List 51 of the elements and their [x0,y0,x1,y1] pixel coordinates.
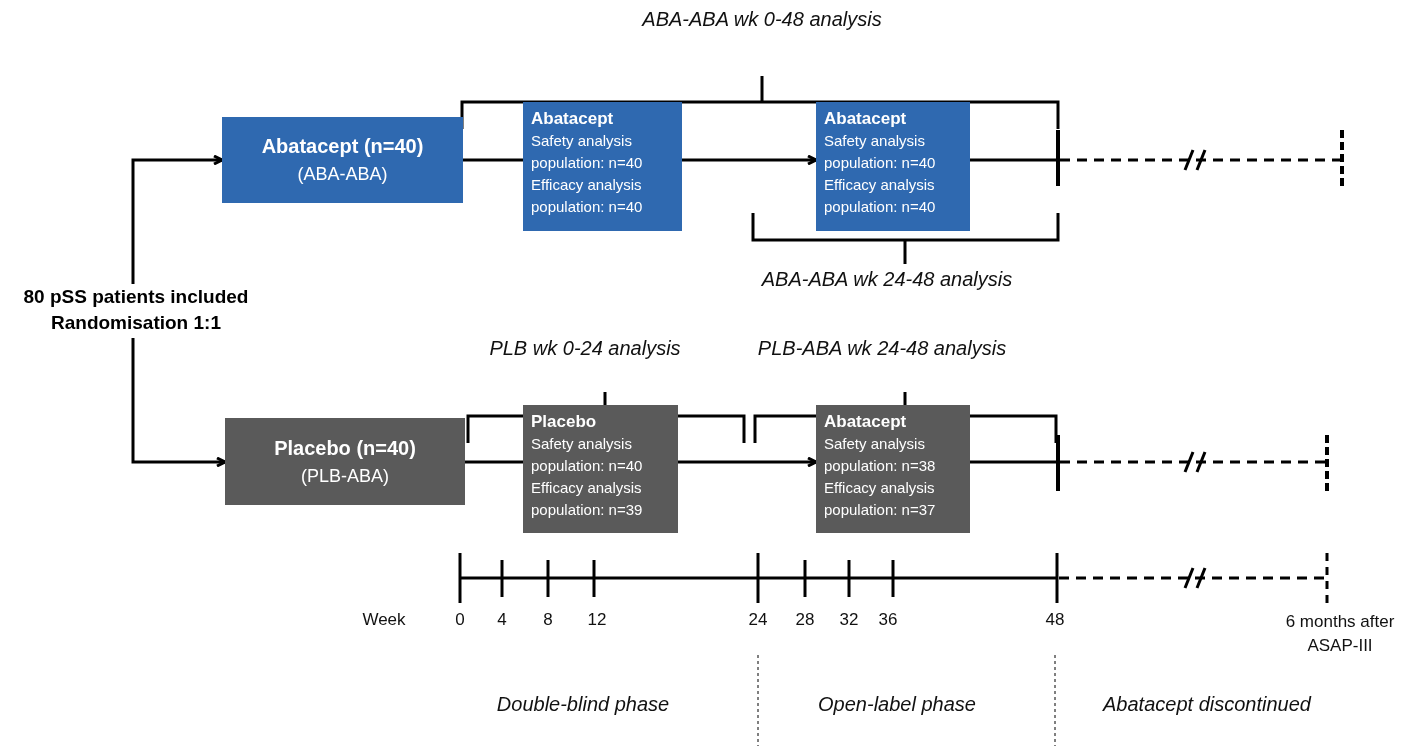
arm-code: (PLB-ABA) [301,464,389,488]
treatment-box [816,405,970,533]
tick-label: 8 [543,610,553,630]
tick-label: 24 [748,610,768,630]
dashed-line [1060,158,1340,162]
box-text: Efficacy analysis population: n=37 [824,478,937,520]
arrow [682,154,818,166]
tick-label: 36 [878,610,898,630]
treatment-box [523,405,678,533]
box-text: Safety analysis population: n=40 [531,434,644,476]
tick-label: 6 months after ASAP-III [1284,611,1396,657]
treatment-box [222,117,463,203]
treatment-box [523,102,682,231]
arm-code: (ABA-ABA) [297,163,388,186]
box-text: Efficacy analysis population: n=39 [531,478,644,520]
axis-label: Week [362,610,406,630]
box-heading: Abatacept [824,108,908,130]
arm-name: Abatacept (n=40) [261,134,424,159]
box-heading: Abatacept [531,108,615,130]
tick-label: 32 [839,610,859,630]
dashed-end-tick [1325,435,1329,491]
tick-label: 48 [1045,610,1065,630]
arm-name: Placebo (n=40) [274,435,416,461]
arrow [678,456,818,468]
arrow [131,338,227,468]
box-heading: Placebo [531,411,598,433]
box-heading: Abatacept [824,411,908,433]
box-text: Safety analysis population: n=38 [824,434,937,476]
analysis-label: ABA-ABA wk 24-48 analysis [761,268,1013,291]
analysis-label: ABA-ABA wk 0-48 analysis [642,8,882,31]
treatment-box [225,418,465,505]
phase-label: Open-label phase [818,693,976,716]
tick-label: 12 [587,610,607,630]
box-text: Efficacy analysis population: n=40 [531,175,644,217]
analysis-label: PLB wk 0-24 analysis [489,337,681,360]
box-text: Efficacy analysis population: n=40 [824,175,937,217]
tick-label: 28 [795,610,815,630]
treatment-box [816,102,970,231]
week-tick [1056,435,1060,491]
arrow [131,154,224,284]
tick-label: 4 [497,610,507,630]
patients-text: 80 pSS patients included Randomisation 1:1 [8,284,264,338]
week-tick [1056,130,1060,186]
analysis-label: PLB-ABA wk 24-48 analysis [757,337,1007,360]
box-text: Safety analysis population: n=40 [824,131,937,173]
dashed-end-tick [1340,130,1344,186]
box-text: Safety analysis population: n=40 [531,131,644,173]
dashed-line [1060,460,1325,464]
phase-label: Double-blind phase [496,693,670,716]
tick-label: 0 [455,610,465,630]
phase-label: Abatacept discontinued [1103,693,1311,716]
